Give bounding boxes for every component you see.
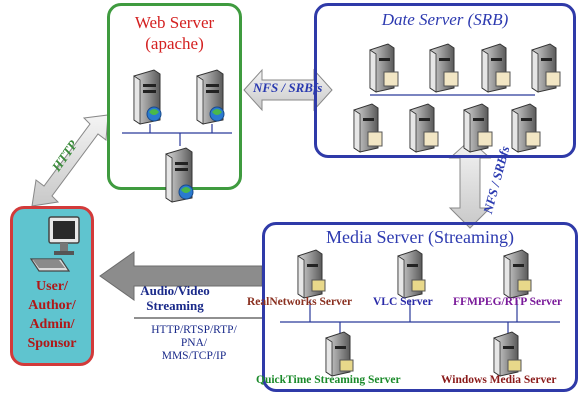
nfs-horizontal-label: NFS / SRBfs bbox=[253, 80, 323, 95]
media-server-icon bbox=[297, 249, 326, 299]
data-server-box: Date Server (SRB) bbox=[314, 3, 576, 158]
user-label: User/ Author/ Admin/ Sponsor bbox=[13, 277, 91, 353]
user-label-line4: Sponsor bbox=[27, 336, 77, 351]
streaming-label-line2: Streaming bbox=[146, 298, 204, 313]
media-server-title: Media Server (Streaming) bbox=[326, 227, 514, 247]
protocols-label-line3: MMS/TCP/IP bbox=[161, 350, 227, 362]
media-server-icon bbox=[503, 249, 532, 299]
web-server-title-line1: Web Server bbox=[134, 13, 215, 32]
data-server-icon bbox=[531, 43, 561, 93]
protocols-label: HTTP/RTSP/RTP/ PNA/ MMS/TCP/IP bbox=[128, 324, 260, 363]
vlc-server-label: VLC Server bbox=[373, 296, 433, 308]
server-icon bbox=[133, 69, 162, 125]
web-server-title-line2: (apache) bbox=[145, 34, 204, 53]
user-label-line1: User/ bbox=[36, 279, 68, 294]
protocols-label-line1: HTTP/RTSP/RTP/ bbox=[151, 324, 237, 336]
data-server-icon bbox=[463, 103, 493, 153]
user-label-line2: Author/ bbox=[28, 298, 76, 313]
data-server-icon bbox=[511, 103, 541, 153]
media-server-icon bbox=[325, 331, 354, 377]
data-server-icon bbox=[409, 103, 439, 153]
streaming-label-line1: Audio/Video bbox=[140, 283, 210, 298]
data-server-icon bbox=[353, 103, 383, 153]
realnetworks-server-label: RealNetworks Server bbox=[247, 296, 353, 308]
ffmpeg-server-label: FFMPEG/RTP Server bbox=[453, 296, 563, 308]
nfs-horizontal-arrow bbox=[243, 68, 333, 112]
data-server-icon bbox=[429, 43, 459, 93]
data-server-title: Date Server (SRB) bbox=[381, 10, 509, 29]
windows-media-server-label: Windows Media Server bbox=[441, 374, 557, 386]
streaming-label: Audio/Video Streaming bbox=[128, 283, 222, 313]
user-box: User/ Author/ Admin/ Sponsor bbox=[10, 206, 94, 366]
streaming-arrow bbox=[99, 251, 263, 301]
computer-icon bbox=[29, 216, 80, 272]
server-icon bbox=[196, 69, 225, 125]
protocols-label-line2: PNA/ bbox=[180, 337, 208, 349]
user-label-line3: Admin/ bbox=[29, 317, 75, 332]
server-icon bbox=[165, 147, 194, 203]
data-server-icon bbox=[481, 43, 511, 93]
media-server-box: Media Server (Streaming) bbox=[262, 222, 578, 392]
nfs-vertical-arrow bbox=[448, 139, 492, 229]
media-server-icon bbox=[493, 331, 522, 377]
media-server-icon bbox=[397, 249, 426, 299]
web-server-title: Web Server (apache) bbox=[110, 12, 239, 54]
quicktime-server-label: QuickTime Streaming Server bbox=[256, 374, 401, 386]
data-server-icon bbox=[369, 43, 399, 93]
